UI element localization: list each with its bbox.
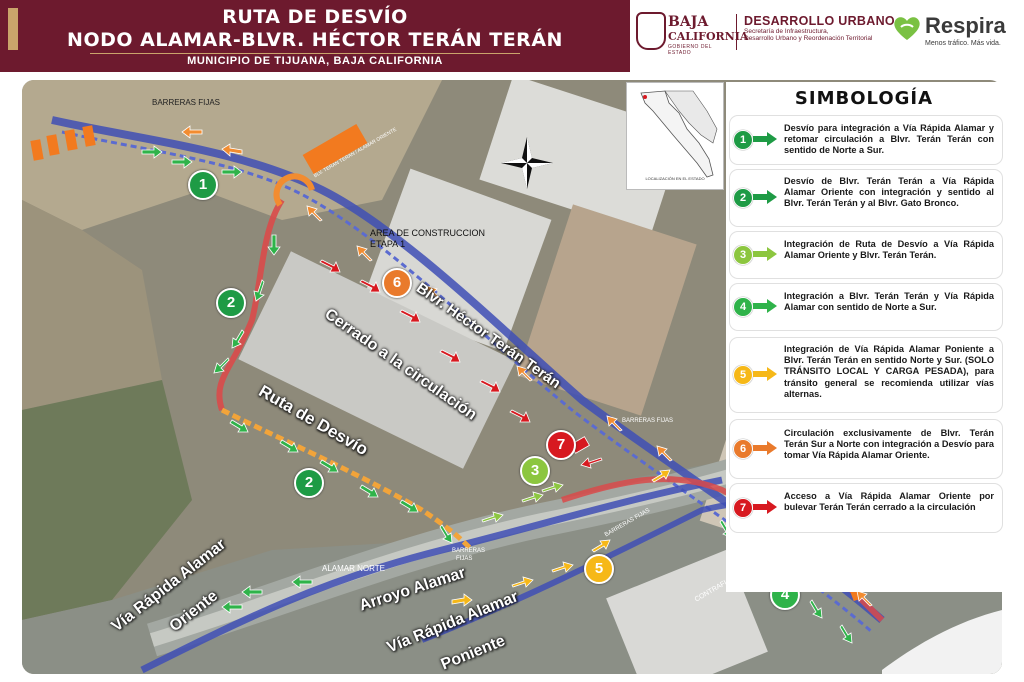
legend-text-3: Integración de Ruta de Desvío a Vía Rápi… <box>784 239 994 261</box>
legend-item-7: 7 Acceso a Vía Rápida Alamar Oriente por… <box>730 484 1002 532</box>
inset-caption: LOCALIZACIÓN EN EL ESTADO <box>645 176 705 181</box>
location-inset-map <box>626 82 724 190</box>
respira-logo-slogan: Menos tráfico. Más vida. <box>925 40 1001 47</box>
respira-logo-name: Respira <box>925 13 1006 38</box>
legend-item-3: 3 Integración de Ruta de Desvío a Vía Rá… <box>730 232 1002 278</box>
legend-title: SIMBOLOGÍA <box>794 88 934 109</box>
legend-badge-6: 6 <box>733 439 753 459</box>
legend-arrow-4-icon <box>753 299 777 313</box>
map-badge-7: 7 <box>546 430 576 460</box>
legend-badge-1: 1 <box>733 130 753 150</box>
legend-text-1: Desvío para integración a Vía Rápida Ala… <box>784 123 994 156</box>
legend-text-2: Desvío de Blvr. Terán Terán a Vía Rápida… <box>784 176 994 209</box>
legend-badge-7: 7 <box>733 498 753 518</box>
legend-badge-4: 4 <box>733 297 753 317</box>
logo-divider <box>736 14 737 50</box>
map-badge-3: 3 <box>520 456 550 486</box>
du-logo-name: DESARROLLO URBANO <box>744 14 895 28</box>
construction-area-stage: ETAPA 1 <box>370 239 406 249</box>
map-badge-6a: 6 <box>382 268 412 298</box>
state-seal-icon <box>636 12 666 50</box>
map-badge-5: 5 <box>584 554 614 584</box>
legend-text-5: Integración de Vía Rápida Alamar Ponient… <box>784 344 994 399</box>
baja-logo-text-2: CALIFORNIA <box>668 30 749 43</box>
barrier-label-bottom-2: FIJAS <box>456 556 473 562</box>
legend-arrow-1-icon <box>753 132 777 146</box>
legend-badge-2: 2 <box>733 188 753 208</box>
title-accent-stripe <box>8 8 18 50</box>
barrier-label-top: BARRERAS FIJAS <box>152 98 221 107</box>
legend-arrow-3-icon <box>753 247 777 261</box>
legend-badge-3: 3 <box>733 245 753 265</box>
du-logo-line2: Desarrollo Urbano y Reordenación Territo… <box>744 35 873 42</box>
legend-text-4: Integración a Blvr. Terán Terán y Vía Rá… <box>784 291 994 313</box>
legend-badge-5: 5 <box>733 365 753 385</box>
legend-text-6: Circulación exclusivamente de Blvr. Terá… <box>784 428 994 461</box>
legend-item-4: 4 Integración a Blvr. Terán Terán y Vía … <box>730 284 1002 330</box>
page-title: RUTA DE DESVÍO <box>222 6 408 28</box>
page-title-node: NODO ALAMAR-BLVR. HÉCTOR TERÁN TERÁN <box>67 29 563 51</box>
barrier-label-bottom: BARRERAS <box>452 548 486 554</box>
title-divider <box>90 53 520 54</box>
legend-item-5: 5 Integración de Vía Rápida Alamar Ponie… <box>730 338 1002 412</box>
heart-icon <box>894 17 920 40</box>
baja-logo-subtext: GOBIERNO DEL ESTADO <box>668 44 712 56</box>
map-frame: BARRERAS FIJAS BLV. TERAN TERAN / ALAMAR… <box>0 72 1024 682</box>
baja-california-logo: BAJA CALIFORNIA GOBIERNO DEL ESTADO <box>636 10 748 56</box>
legend-panel: SIMBOLOGÍA 1 Desvío para integración a V… <box>726 82 1008 592</box>
alamar-norte-label: ALAMAR NORTE <box>322 564 385 573</box>
construction-area-label: AREA DE CONSTRUCCION <box>370 228 486 238</box>
map-badge-2a: 2 <box>216 288 246 318</box>
legend-arrow-6-icon <box>753 441 777 455</box>
map-badge-2b: 2 <box>294 468 324 498</box>
baja-logo-text: BAJA <box>668 14 709 30</box>
legend-text-7: Acceso a Vía Rápida Alamar Oriente por b… <box>784 491 994 513</box>
header: RUTA DE DESVÍO NODO ALAMAR-BLVR. HÉCTOR … <box>0 0 1024 72</box>
map-badge-1: 1 <box>188 170 218 200</box>
respira-logo: Respira Menos tráfico. Más vida. <box>893 13 1018 53</box>
legend-arrow-2-icon <box>753 190 777 204</box>
legend-arrow-7-icon <box>753 500 777 514</box>
legend-item-1: 1 Desvío para integración a Vía Rápida A… <box>730 116 1002 164</box>
title-block: RUTA DE DESVÍO NODO ALAMAR-BLVR. HÉCTOR … <box>0 0 630 72</box>
baja-peninsula-outline <box>640 90 718 178</box>
desarrollo-urbano-logo: DESARROLLO URBANO Secretaría de Infraest… <box>744 14 895 42</box>
du-logo-line1: Secretaría de Infraestructura, <box>744 28 829 35</box>
legend-item-2: 2 Desvío de Blvr. Terán Terán a Vía Rápi… <box>730 170 1002 226</box>
barrier-label-mid: BARRERAS FIJAS <box>622 418 674 424</box>
legend-arrow-5-icon <box>753 367 777 381</box>
legend-item-6: 6 Circulación exclusivamente de Blvr. Te… <box>730 420 1002 478</box>
page-subtitle: MUNICIPIO DE TIJUANA, BAJA CALIFORNIA <box>187 55 443 67</box>
